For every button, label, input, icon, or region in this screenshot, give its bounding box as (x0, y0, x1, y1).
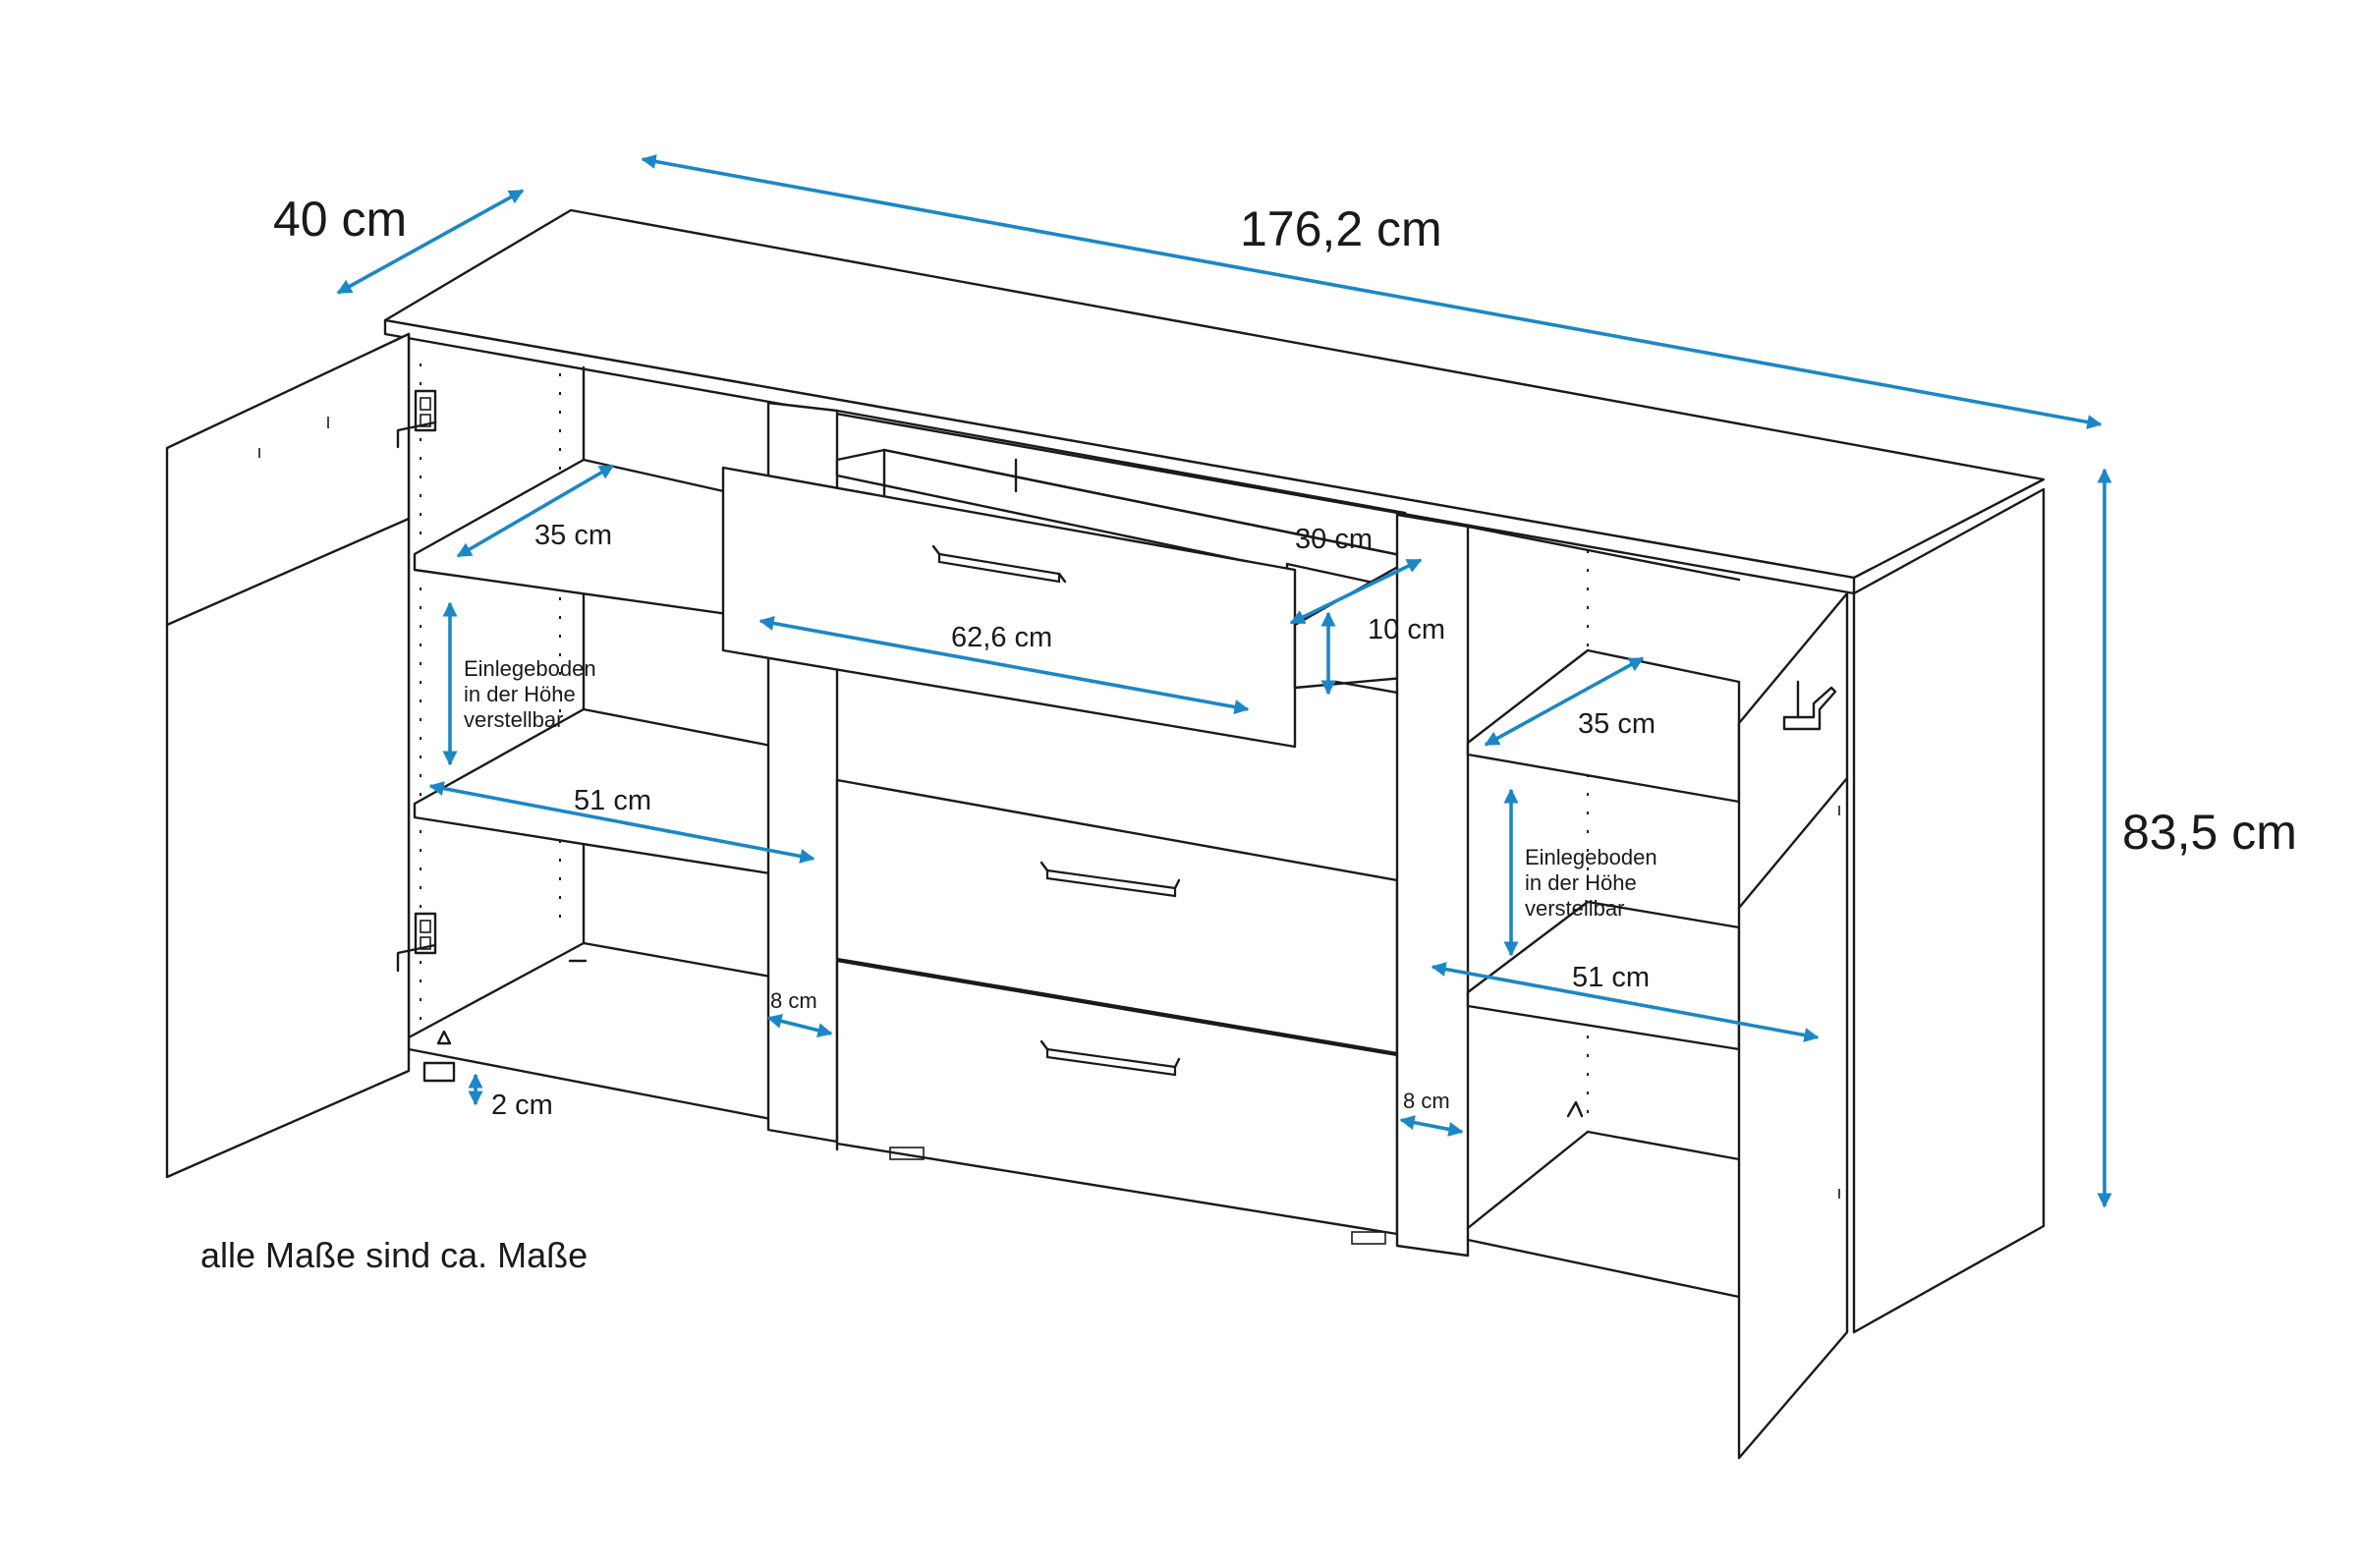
label-shelf-width-right: 51 cm (1572, 962, 1650, 993)
shelf-note-left-line2: in der Höhe (464, 682, 576, 706)
shelf-note-right-line3: verstellbar (1525, 896, 1624, 921)
drawer-depth-arrow (1289, 558, 1423, 625)
label-drawer-height: 10 cm (1368, 614, 1445, 645)
shelf-note-left-line3: verstellbar (464, 707, 563, 732)
label-height: 83,5 cm (2122, 805, 2297, 860)
sideboard-drawing (165, 208, 2046, 1460)
right-side-panel (1852, 487, 2046, 1334)
shelf-width-right-arrow (1431, 962, 1820, 1042)
shelf-note-right-line2: in der Höhe (1525, 870, 1637, 895)
label-divider-right: 8 cm (1403, 1089, 1450, 1113)
shelf-note-right-line1: Einlegeboden (1525, 845, 1657, 869)
label-depth: 40 cm (273, 192, 407, 247)
label-shelf-depth-left: 35 cm (534, 520, 612, 551)
label-foot-height: 2 cm (491, 1090, 553, 1121)
handle-middle-drawer (1039, 861, 1181, 898)
foot-left (422, 1061, 456, 1083)
shelf-depth-left-arrow (456, 464, 615, 558)
divider-left-arrow (766, 1013, 833, 1038)
dimension-arrows (336, 153, 2112, 1208)
shelf-note-left-line1: Einlegeboden (464, 656, 596, 681)
label-drawer-width: 62,6 cm (951, 622, 1052, 653)
handle-top-drawer (931, 544, 1067, 584)
label-divider-left: 8 cm (770, 988, 817, 1013)
divider-right (1395, 513, 1470, 1258)
handle-bottom-drawer (1039, 1039, 1181, 1077)
label-shelf-depth-right: 35 cm (1578, 708, 1656, 740)
shelf-depth-right-arrow (1484, 656, 1645, 747)
hinge-top-left (396, 389, 437, 449)
width-arrow (641, 153, 2103, 430)
shelf-width-left-arrow (428, 781, 815, 864)
left-door (165, 332, 411, 1179)
divider-right-arrow (1399, 1115, 1464, 1137)
drawer-width-arrow (758, 615, 1250, 715)
hinge-right (1782, 680, 1837, 731)
hinge-bottom-left (396, 912, 437, 973)
dimension-labels: 40 cm 176,2 cm 83,5 cm 35 cm 30 cm 10 cm… (200, 192, 2297, 1275)
label-drawer-depth: 30 cm (1295, 524, 1373, 555)
footnote: alle Maße sind ca. Maße (200, 1235, 588, 1275)
label-shelf-width-left: 51 cm (574, 785, 651, 816)
label-width: 176,2 cm (1240, 201, 1442, 256)
depth-arrow (336, 189, 525, 295)
